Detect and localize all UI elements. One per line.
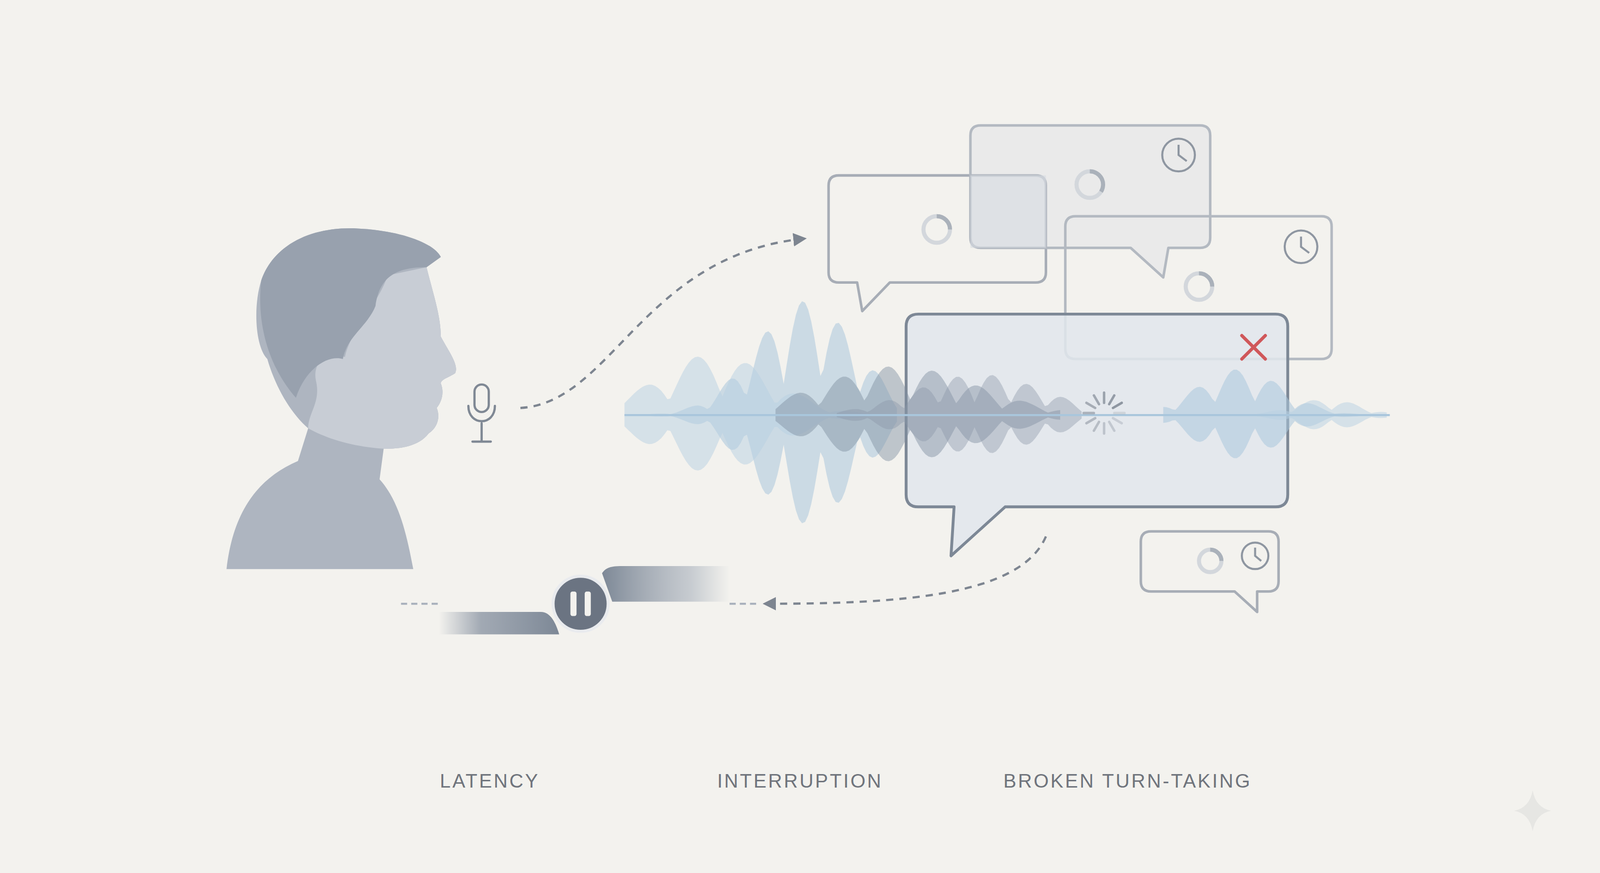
spinner-tick — [1108, 421, 1115, 431]
waveform — [624, 301, 1390, 524]
wave-layer — [1163, 369, 1387, 459]
return-arrow — [765, 536, 1046, 604]
spinner-tick — [1086, 418, 1095, 424]
caption-label: BROKEN TURN-TAKING — [1003, 770, 1252, 793]
speech-bubbles — [828, 125, 1332, 613]
pause-timeline — [401, 566, 758, 635]
spinner-tick — [1094, 395, 1100, 405]
caption-label: LATENCY — [439, 770, 540, 793]
spinner-tick — [1086, 403, 1095, 409]
sparkle — [1514, 790, 1551, 832]
spinner-tick — [1102, 392, 1106, 404]
loading-spinner — [1083, 392, 1125, 435]
spinner-tick — [1102, 423, 1106, 434]
spinner-tick — [1114, 411, 1125, 415]
spinner-tick — [1112, 418, 1122, 424]
caption-label: INTERRUPTION — [716, 770, 883, 793]
spinner-tick — [1094, 421, 1100, 431]
spinner-tick — [1108, 395, 1115, 405]
loading-rings — [923, 171, 1222, 573]
error-mark — [1241, 335, 1266, 360]
spinner-tick — [1112, 403, 1122, 409]
clock-icons — [1162, 138, 1318, 570]
spinner-tick — [1083, 411, 1095, 415]
wave-axis — [624, 414, 1390, 417]
microphone-icon — [468, 384, 495, 442]
person-silhouette — [226, 228, 456, 570]
